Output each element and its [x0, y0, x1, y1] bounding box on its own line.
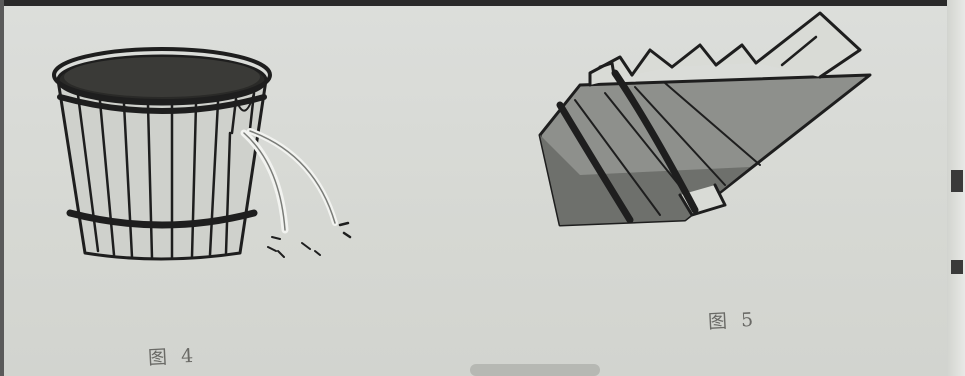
figure-4-caption: 图 4: [147, 344, 198, 370]
top-border: [0, 0, 965, 6]
left-border: [0, 0, 4, 376]
right-edge-mark: [951, 260, 963, 274]
figure-4-leaking-bucket: [52, 47, 352, 261]
right-edge-mark: [951, 170, 963, 192]
right-edge: [947, 0, 965, 376]
bottom-smudge: [470, 364, 600, 376]
figure-5-caption: 图 5: [707, 308, 758, 334]
figure-5-tilted-bucket: [538, 11, 872, 227]
